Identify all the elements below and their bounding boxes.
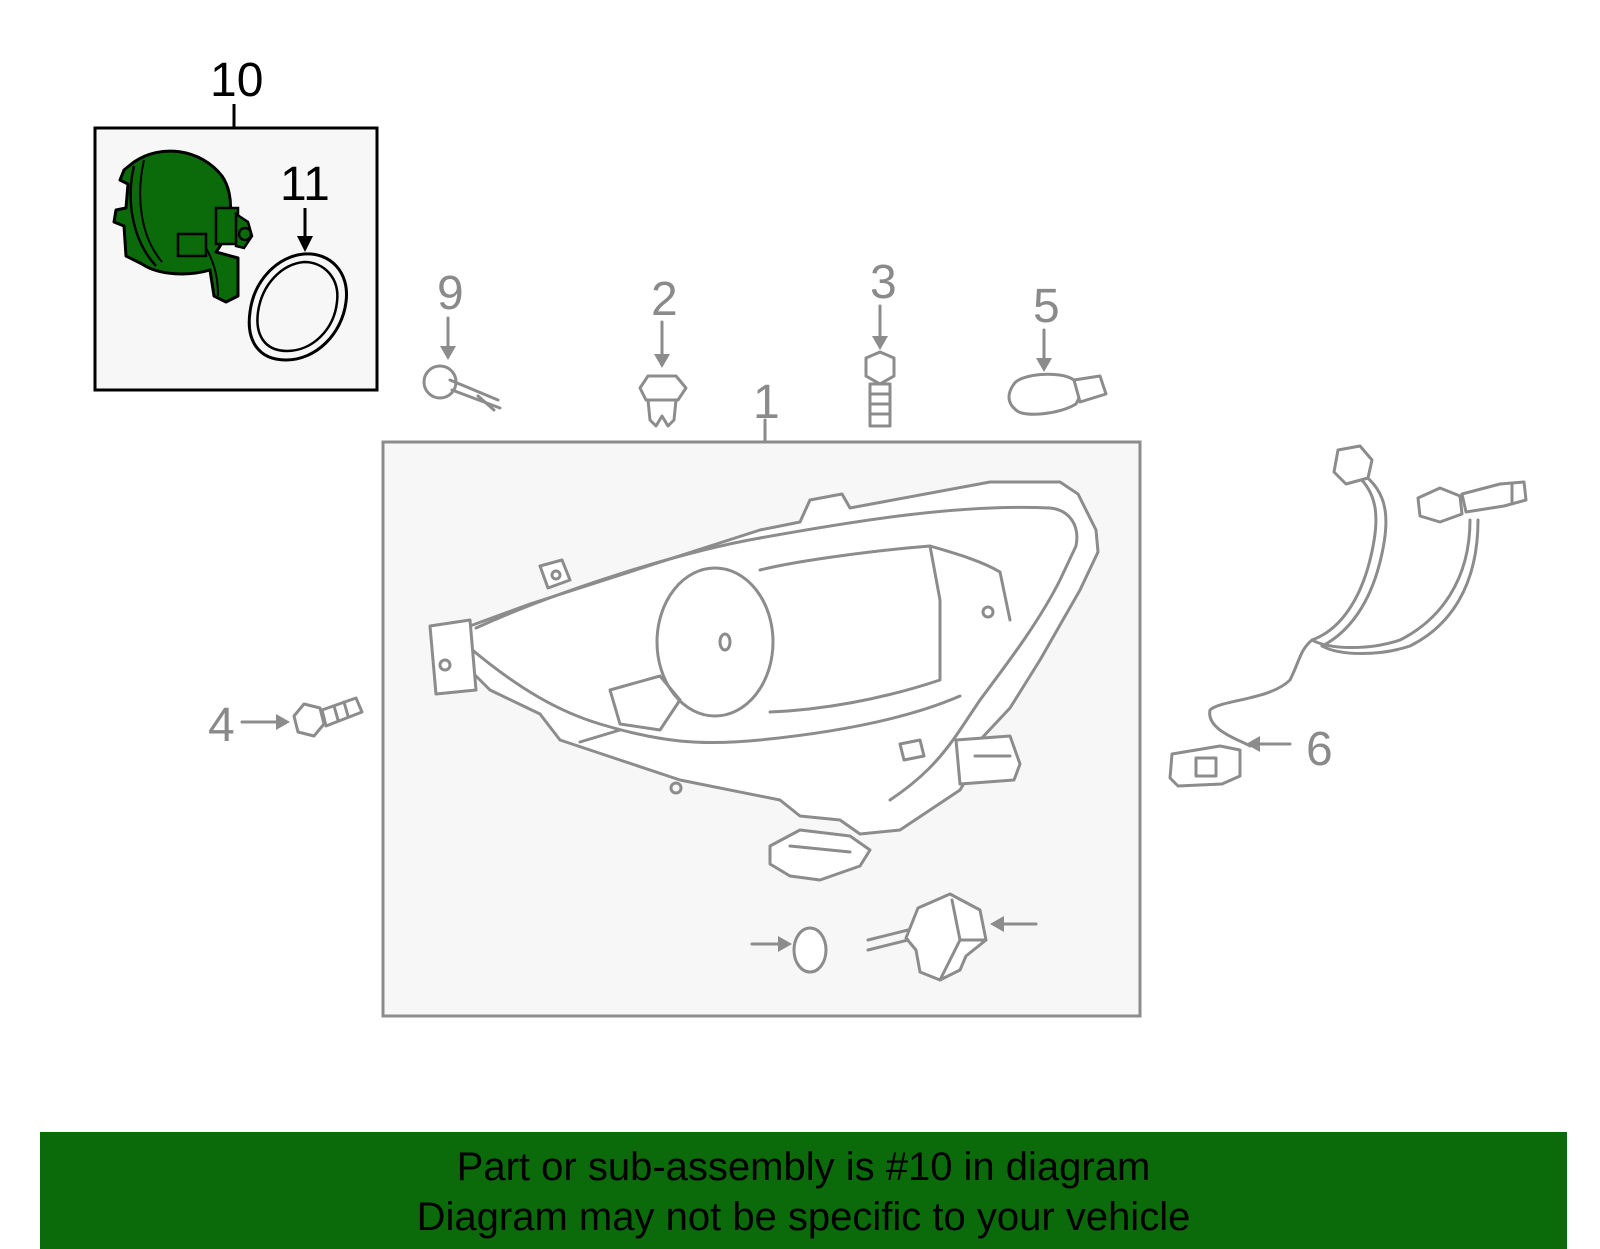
leader-arrow-11 xyxy=(297,208,313,252)
wiring-harness-part-6[interactable] xyxy=(1168,444,1528,788)
screw-part-9[interactable] xyxy=(422,316,502,412)
callout-4[interactable]: 4 xyxy=(208,699,235,752)
callout-9[interactable]: 9 xyxy=(437,267,464,320)
callout-10[interactable]: 10 xyxy=(210,54,263,107)
cap-part-8[interactable] xyxy=(750,926,828,974)
callout-5[interactable]: 5 xyxy=(1033,280,1060,333)
banner-line-1: Part or sub-assembly is #10 in diagram xyxy=(456,1145,1151,1189)
headlamp-bulb-socket-part-10[interactable] xyxy=(112,149,254,304)
bolt-part-3[interactable] xyxy=(864,304,896,428)
info-banner: Part or sub-assembly is #10 in diagram D… xyxy=(40,1132,1567,1249)
callout-6[interactable]: 6 xyxy=(1306,723,1333,776)
callout-11[interactable]: 11 xyxy=(280,158,330,211)
headlamp-assembly-part-1[interactable] xyxy=(428,480,1100,882)
subassembly-10-group[interactable] xyxy=(93,104,379,392)
bolt-part-4[interactable] xyxy=(240,696,364,738)
callout-3[interactable]: 3 xyxy=(870,256,897,309)
banner-line-2: Diagram may not be specific to your vehi… xyxy=(416,1195,1191,1239)
leveling-motor-part-7[interactable] xyxy=(866,892,1038,982)
callout-2[interactable]: 2 xyxy=(651,273,678,326)
clip-part-2[interactable] xyxy=(638,320,688,428)
gasket-ring-part-11[interactable] xyxy=(247,252,348,362)
wedge-bulb-part-5[interactable] xyxy=(1007,328,1108,416)
